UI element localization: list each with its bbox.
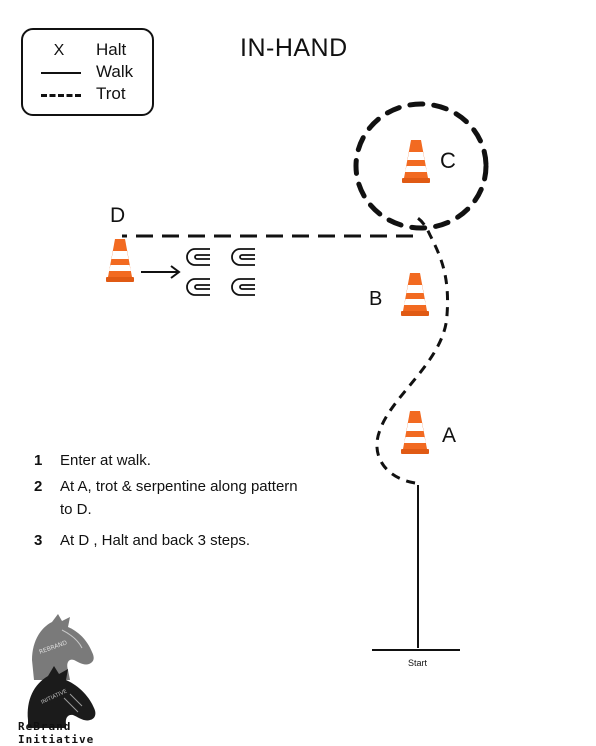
step-text-1: Enter at walk. xyxy=(60,452,151,469)
trot-circle-c xyxy=(353,101,489,231)
legend-label-walk: Walk xyxy=(96,62,134,81)
legend-label-halt: Halt xyxy=(96,40,127,59)
step-text-2: At A, trot & serpentine along pattern to… xyxy=(60,478,298,518)
marker-c: C xyxy=(440,148,456,173)
rebrand-initiative-logo: REBRAND INITIATIVE xyxy=(27,614,96,728)
step-mark-1 xyxy=(186,248,210,266)
logo-text: ReBrand Initiative xyxy=(18,720,95,746)
cone-a xyxy=(401,411,429,454)
marker-a: A xyxy=(442,424,456,447)
legend-label-trot: Trot xyxy=(96,84,126,103)
step-number-2: 2 xyxy=(34,478,43,495)
step-number-1: 1 xyxy=(34,452,43,469)
marker-d: D xyxy=(110,204,125,227)
halt-symbol: X xyxy=(53,42,65,59)
step-mark-4 xyxy=(231,278,255,296)
page-title: IN-HAND xyxy=(240,34,348,62)
step-mark-3 xyxy=(186,278,210,296)
trot-serpentine-path xyxy=(375,213,450,485)
arrow-head xyxy=(170,265,181,279)
start-label: Start xyxy=(408,658,428,668)
marker-b: B xyxy=(369,288,382,310)
trot-dashed-line-symbol xyxy=(41,94,81,97)
cone-b xyxy=(401,273,429,316)
cone-c xyxy=(402,140,430,183)
legend-row-halt: X Halt xyxy=(23,40,156,60)
step-number-3: 3 xyxy=(34,532,43,549)
legend-row-trot: Trot xyxy=(23,84,156,104)
legend-box: X Halt Walk Trot xyxy=(21,28,154,116)
walk-line-symbol xyxy=(41,72,81,74)
step-text-3: At D , Halt and back 3 steps. xyxy=(60,532,251,549)
legend-row-walk: Walk xyxy=(23,62,156,82)
cone-d xyxy=(106,239,134,282)
step-mark-2 xyxy=(231,248,255,266)
